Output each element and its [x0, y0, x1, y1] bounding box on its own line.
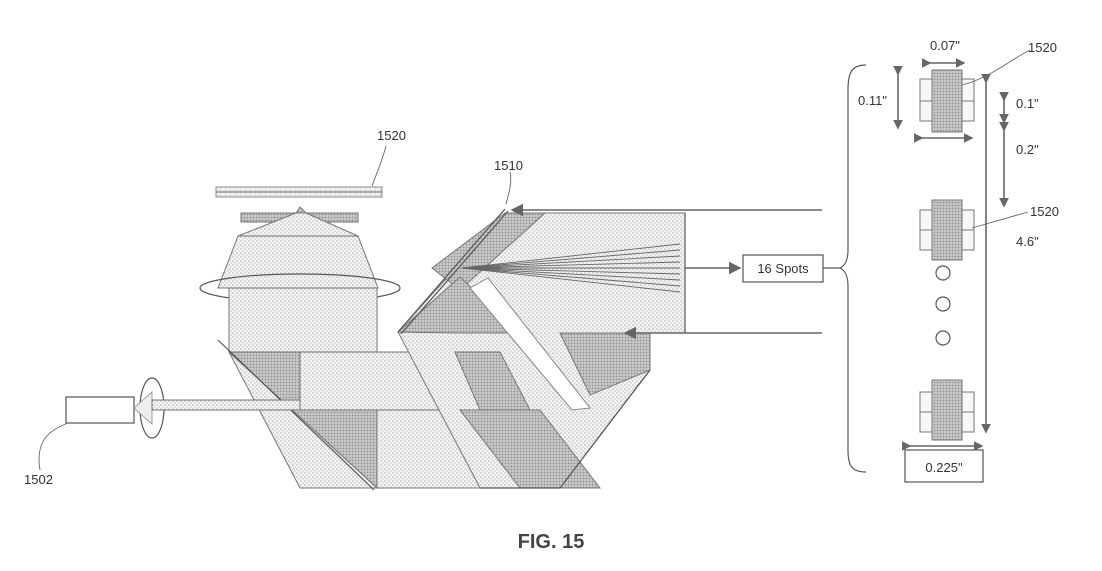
detector-top: [919, 69, 975, 133]
leader-1520-plate: [371, 145, 387, 187]
dim-0-07-label: 0.07": [930, 38, 960, 53]
input-beam: [151, 399, 303, 411]
ref-1510: 1510: [494, 158, 523, 173]
spots-box: [742, 254, 824, 283]
light-source: [38, 377, 303, 471]
base-box: [904, 449, 984, 483]
objective-cone: [295, 206, 308, 214]
detector-brace: [838, 64, 867, 473]
dark-band-left: [454, 351, 531, 411]
beam-cone: [133, 391, 153, 425]
placeholder-detector-1: [935, 265, 951, 281]
objective-lower-body: [228, 287, 378, 353]
placeholder-detector-3: [935, 330, 951, 346]
detector-bottom: [919, 379, 975, 441]
leader-1510: [505, 171, 512, 205]
ref-1520-top: 1520: [377, 128, 406, 143]
ref-1520-right-mid: 1520: [1030, 204, 1059, 219]
spots-box-label: 16 Spots: [757, 261, 809, 276]
objective-assembly: [199, 186, 401, 491]
fold-mirror: [217, 339, 375, 491]
ref-1502: 1502: [24, 472, 53, 487]
placeholder-detector-2: [935, 296, 951, 312]
detector-array: [893, 49, 1031, 483]
dim-0-11-label: 0.11": [858, 93, 887, 108]
dim-0-1-label: 0.1": [1016, 96, 1039, 111]
leader-1520-mid: [971, 211, 1029, 229]
white-slot: [469, 277, 591, 411]
leader-1520-top: [961, 49, 1031, 86]
leader-1502: [38, 422, 69, 471]
ref-1520-right-top: 1520: [1028, 40, 1057, 55]
figure-caption: FIG. 15: [518, 531, 585, 553]
objective-lens-body: [217, 235, 379, 289]
prism-block: [299, 171, 822, 489]
detector-mid: [919, 199, 975, 261]
ray-fan: [461, 243, 681, 293]
dim-0-225-label: 0.225": [925, 460, 963, 475]
laser-box: [65, 396, 135, 424]
dim-4-6-label: 4.6": [1016, 234, 1039, 249]
dim-0-2-label: 0.2": [1016, 142, 1039, 157]
